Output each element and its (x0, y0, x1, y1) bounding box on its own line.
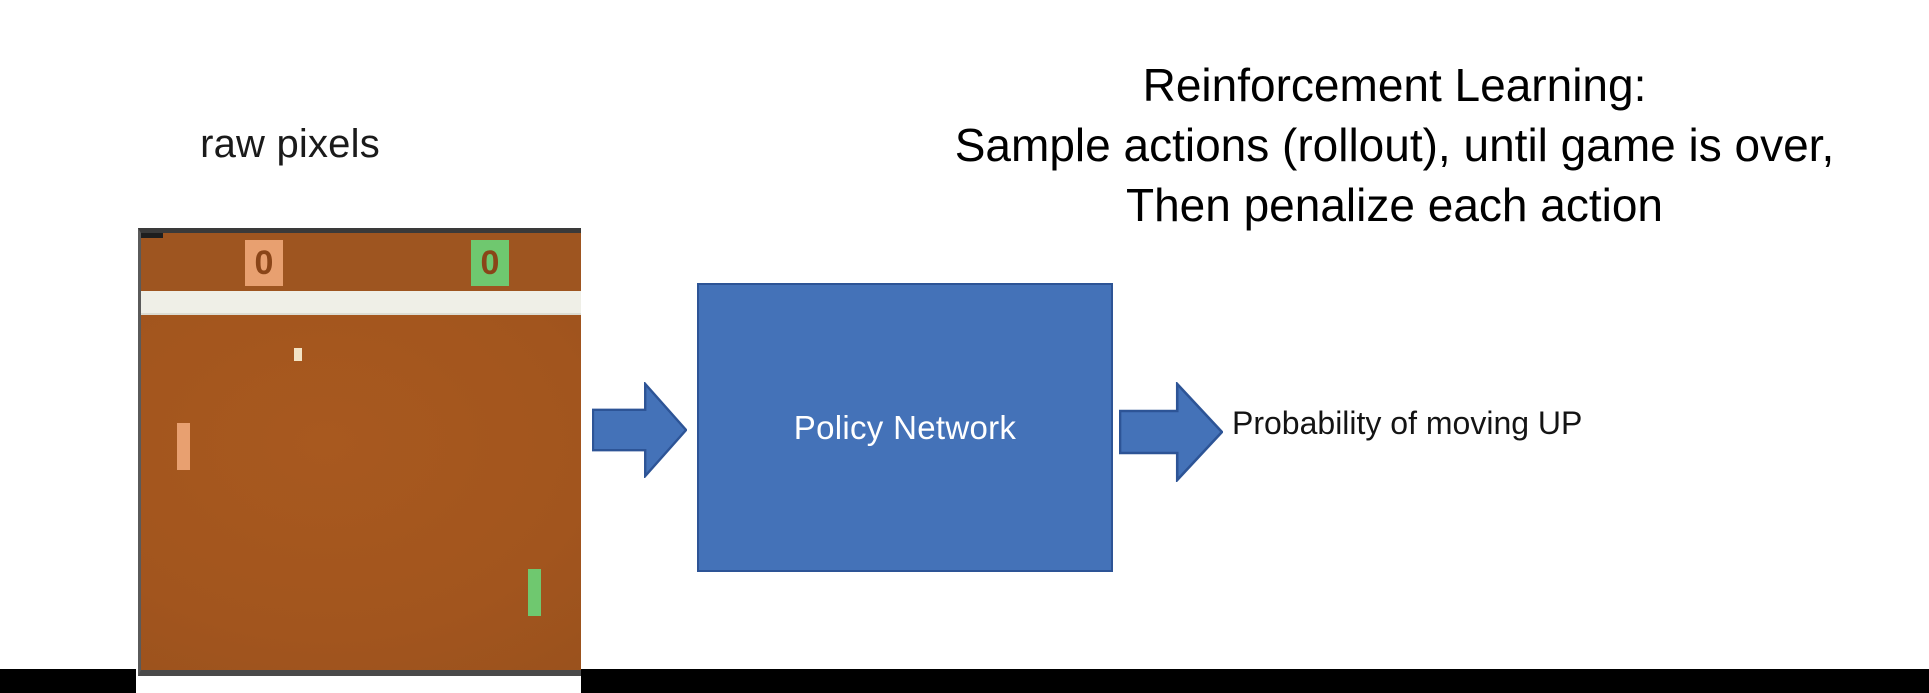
bottom-bar-left (0, 669, 136, 693)
raw-pixels-label: raw pixels (200, 122, 380, 166)
right-arrow-icon (592, 382, 687, 478)
pong-ball (294, 348, 302, 361)
pong-score-right: 0 (471, 240, 509, 286)
arrow-input-to-network (592, 382, 687, 478)
pong-paddle-right (528, 569, 541, 616)
output-label: Probability of moving UP (1232, 405, 1583, 441)
bottom-bar-right (581, 669, 1929, 693)
headline-line-1: Reinforcement Learning: (1142, 59, 1647, 111)
right-arrow-icon (1119, 382, 1223, 482)
arrow-network-to-output (1119, 382, 1223, 482)
screen-corner-notch (141, 233, 163, 238)
policy-network-label: Policy Network (793, 408, 1017, 446)
headline-line-2: Sample actions (rollout), until game is … (954, 118, 1835, 171)
policy-network-box[interactable]: Policy Network (697, 283, 1113, 572)
headline-block: Reinforcement Learning: Sample actions (… (860, 56, 1929, 235)
headline-line-3: Then penalize each action (1125, 178, 1664, 231)
pong-game-screen: 0 0 (138, 228, 581, 676)
pong-paddle-left (177, 423, 190, 470)
pong-divider-line (141, 291, 581, 313)
pong-playfield: 0 0 (141, 233, 581, 670)
pong-score-band (141, 233, 581, 291)
pong-score-left: 0 (245, 240, 283, 286)
